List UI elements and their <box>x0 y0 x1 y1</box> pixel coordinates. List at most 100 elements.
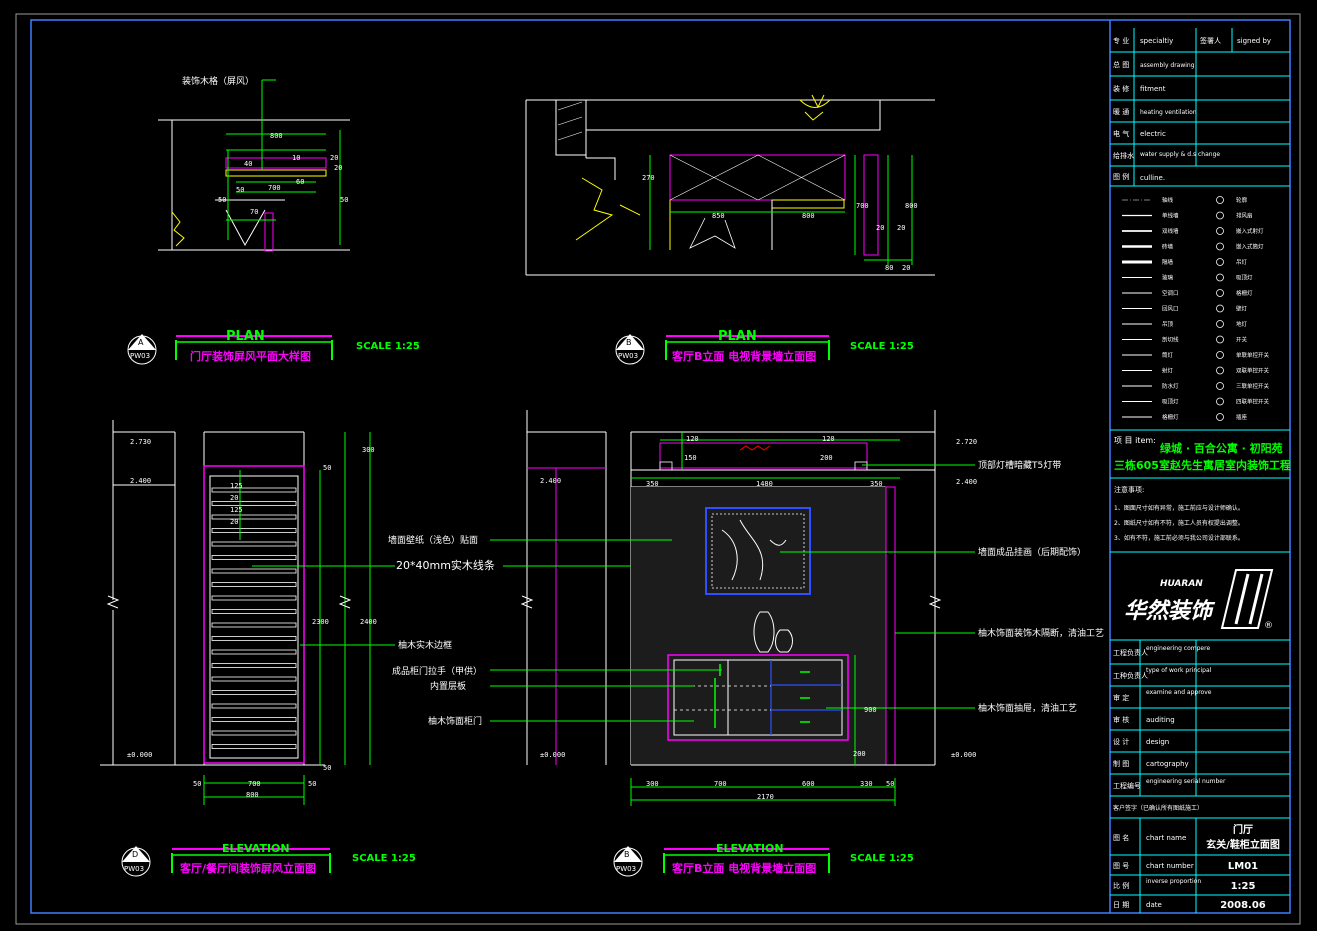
legend-label: 射灯 <box>1162 367 1174 375</box>
tb-row-4-en: electric <box>1140 130 1166 138</box>
legend-label: 开关 <box>1236 336 1248 344</box>
view-a-title: 门厅装饰屏风平面大样图 <box>190 349 311 363</box>
view-b1-letter: B <box>626 338 632 347</box>
view-b2-bottom-dim-3: 330 <box>860 780 873 788</box>
view-d-dim-2: 125 <box>230 482 243 490</box>
tb-sign-1-en: type of work principal <box>1146 667 1212 674</box>
view-b2-note-right-3: 柚木饰面抽屉，清油工艺 <box>978 702 1077 714</box>
view-a-dim-3: 40 <box>244 160 252 168</box>
view-a-dim-4: 20 <box>330 154 338 162</box>
legend-symbol <box>1216 304 1224 313</box>
tb-row-0-en2: signed by <box>1237 37 1271 45</box>
legend-symbol <box>1216 335 1224 344</box>
tb-sign-0-en: engineering compere <box>1146 645 1210 652</box>
tb-row-1-cn: 总 图 <box>1113 60 1129 69</box>
view-d-dim-6: 2300 <box>312 618 329 626</box>
tb-note-2: 3、如有不符，施工前必须与我公司设计部联系。 <box>1114 534 1244 542</box>
screen-slat <box>211 528 297 533</box>
view-b2-top-dim-3: 200 <box>820 454 833 462</box>
tb-row-0-en: specialtiy <box>1140 37 1173 45</box>
view-a-sheet: PW03 <box>130 352 150 360</box>
tb-row-3-en: heating ventilation <box>1140 109 1197 116</box>
tb-sign-3-cn: 审 核 <box>1113 715 1129 724</box>
tb-chart-number-cn: 图 号 <box>1113 862 1129 870</box>
view-a-header <box>127 334 333 365</box>
tb-row-0-cn: 专 业 <box>1113 36 1129 45</box>
view-b2-bottom-dim-4: 50 <box>886 780 894 788</box>
view-d-title: 客厅/餐厅间装饰屏风立面图 <box>179 861 316 875</box>
legend-label: 吸顶灯 <box>1236 274 1253 282</box>
screen-slat <box>211 501 297 506</box>
view-b1-dim-2: 800 <box>802 212 815 220</box>
view-b2-note-left-5: 柚木饰面柜门 <box>428 715 482 727</box>
screen-slats <box>211 487 297 749</box>
screen-slat <box>211 514 297 520</box>
view-b2-note-right-2: 柚木饰面装饰木隔断，清油工艺 <box>978 627 1104 639</box>
tb-proportion-cn: 比 例 <box>1113 881 1129 890</box>
view-b2-elevation <box>490 410 975 806</box>
tb-sign-6-en: engineering serial number <box>1146 778 1226 785</box>
view-b2-note-left-4: 内置层板 <box>430 680 466 692</box>
legend-label: 吊顶 <box>1162 321 1174 328</box>
legend-label: 回风口 <box>1162 306 1179 313</box>
tb-row-5-en: water supply & d.s change <box>1140 151 1220 158</box>
view-b1-dim-1: 850 <box>712 212 725 220</box>
screen-slat <box>211 730 297 736</box>
view-b2-top-dim-4: 350 <box>646 480 659 488</box>
screen-slat <box>211 690 297 695</box>
legend-symbol <box>1216 258 1224 266</box>
view-b1-dim-3: 700 <box>856 202 869 210</box>
view-a-kind: PLAN <box>226 329 265 344</box>
screen-slat <box>211 663 297 668</box>
view-b2-note-right-0: 顶部灯槽暗藏T5灯带 <box>978 459 1061 471</box>
view-d-dim-10: 700 <box>248 780 261 788</box>
tb-chart-number-value: LM01 <box>1228 861 1258 872</box>
legend-symbol <box>1216 351 1224 359</box>
legend-label: 玻璃 <box>1162 274 1174 282</box>
legend-label: 筒灯 <box>1162 351 1174 359</box>
view-b1-scale: SCALE 1:25 <box>850 341 914 352</box>
company-name-cn: 华然装饰 <box>1124 598 1216 624</box>
view-d-scale: SCALE 1:25 <box>352 853 416 864</box>
view-b2-kind: ELEVATION <box>716 842 784 855</box>
screen-slat <box>211 676 297 682</box>
legend-label: 单联单控开关 <box>1236 351 1270 359</box>
legend-label: 嵌入式筒灯 <box>1236 243 1264 251</box>
screen-slat <box>211 622 297 628</box>
tb-project-label: 项 目 item: <box>1114 436 1156 445</box>
view-b2-top-dim-6: 350 <box>870 480 883 488</box>
tb-proportion-value: 1:25 <box>1231 881 1256 892</box>
tb-sign-3-en: auditing <box>1146 716 1175 724</box>
tb-legend-label-en: culline. <box>1140 174 1165 182</box>
view-b2-note-left-0: 墙面壁纸（浅色）贴面 <box>388 534 478 546</box>
tb-note-1: 2、图纸尺寸如有不符，施工人员有权提出调整。 <box>1114 519 1244 527</box>
screen-slat <box>211 609 297 614</box>
legend-label: 格栅灯 <box>1162 413 1179 421</box>
tb-sign-2-en: examine and approve <box>1146 689 1212 696</box>
tb-chart-name-en: chart name <box>1146 834 1186 842</box>
screen-slat <box>211 487 297 493</box>
view-b1-dim-8: 20 <box>902 264 910 272</box>
view-a-callout: 装饰木格（屏风） <box>182 75 254 87</box>
view-a-letter: A <box>138 338 144 347</box>
screen-slat <box>211 649 297 655</box>
legend-label: 剖切线 <box>1162 336 1179 344</box>
outer-frame <box>15 13 1301 925</box>
view-b1-kind: PLAN <box>718 329 757 344</box>
view-b2-top-dim-2: 150 <box>684 454 697 462</box>
view-b2-top-dim-5: 1480 <box>756 480 773 488</box>
tb-sign-5-cn: 制 图 <box>1113 759 1129 768</box>
view-b2-bottom-dim-1: 700 <box>714 780 727 788</box>
view-d-level-0: 2.730 <box>130 438 151 446</box>
view-b2-side-dim-0: 900 <box>864 706 877 714</box>
tb-chart-name-cn: 图 名 <box>1113 833 1129 842</box>
legend-symbol <box>1216 196 1224 204</box>
legend-label: 插座 <box>1236 413 1248 421</box>
view-d-sheet: PW03 <box>124 865 144 873</box>
view-b2-note-left-2: 柚木实木边框 <box>398 639 452 651</box>
tb-row-1-en: assembly drawing <box>1140 62 1195 69</box>
screen-slat <box>211 568 297 574</box>
view-d-dim-12: 800 <box>246 791 259 799</box>
view-b1-dim-0: 270 <box>642 174 655 182</box>
view-a-dim-1: 10 <box>292 154 300 162</box>
